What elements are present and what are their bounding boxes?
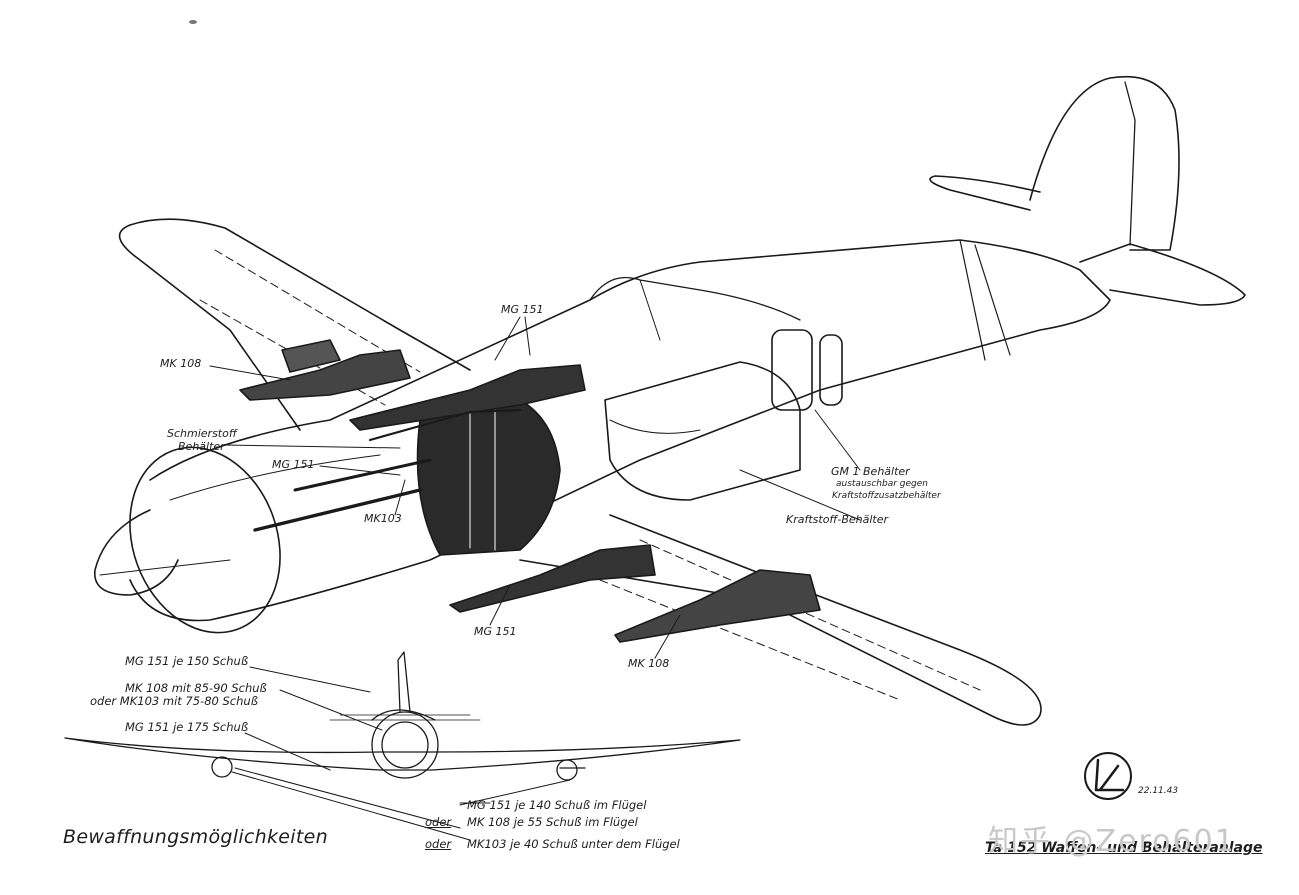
mg151-left-barrel <box>293 458 432 492</box>
ammo-drum <box>416 399 561 556</box>
watermark: 知乎 @Zero601 <box>988 824 1236 859</box>
label-gm1-3: Kraftstoffzusatzbehälter <box>832 491 941 501</box>
front-bottom-3-prefix: oder <box>425 837 452 851</box>
label-mg151-top: MG 151 <box>501 303 544 316</box>
gm1-bottle <box>771 329 813 411</box>
cowling <box>129 446 281 634</box>
mk103-barrel <box>253 488 422 532</box>
mg151-bottom-gun <box>449 544 656 613</box>
front-bottom-3: MK103 je 40 Schuß unter dem Flügel <box>467 837 680 851</box>
fuel-tank <box>604 361 801 501</box>
mg151-top-guns <box>349 364 586 431</box>
front-view <box>64 651 741 781</box>
fuselage <box>129 239 1111 622</box>
front-line-1: MG 151 je 150 Schuß <box>125 654 249 668</box>
front-bottom-2: MK 108 je 55 Schuß im Flügel <box>467 815 638 829</box>
label-kraftstoff: Kraftstoff-Behälter <box>786 513 889 526</box>
mk108-right-gun <box>614 569 821 643</box>
front-bottom-2-prefix: oder <box>425 815 452 829</box>
label-schmierstoff-1: Schmierstoff <box>167 427 237 440</box>
front-line-4: MG 151 je 175 Schuß <box>125 720 249 734</box>
front-line-2: MK 108 mit 85-90 Schuß <box>125 681 267 695</box>
label-mk108-right: MK 108 <box>628 657 670 670</box>
right-wing <box>519 514 1042 726</box>
label-gm1-1: GM 1 Behälter <box>831 465 910 478</box>
vertical-tail <box>1029 75 1180 251</box>
label-gm1-2: austauschbar gegen <box>836 479 928 489</box>
left-wing <box>118 218 471 431</box>
label-mk103: MK103 <box>364 512 402 525</box>
mk108-left-gun <box>239 349 411 401</box>
front-line-3: oder MK103 mit 75-80 Schuß <box>90 694 258 708</box>
label-schmierstoff-2: Behälter <box>178 440 225 453</box>
logo-circle <box>1084 752 1132 800</box>
date-stamp: 22.11.43 <box>1138 786 1179 796</box>
caption-right: Ta 152 Waffen- und Behälteranlage <box>985 840 1263 856</box>
spinner <box>94 509 179 596</box>
label-mk108-left: MK 108 <box>160 357 202 370</box>
canopy <box>589 276 801 321</box>
speck <box>189 20 197 24</box>
label-mg151-left: MG 151 <box>272 458 315 471</box>
horizontal-stabilizer-right <box>1079 243 1246 306</box>
caption-left: Bewaffnungsmöglichkeiten <box>63 826 328 848</box>
front-bottom-1: MG 151 je 140 Schuß im Flügel <box>467 798 647 812</box>
horizontal-stabilizer-left <box>929 175 1041 211</box>
label-mg151-bottom: MG 151 <box>474 625 517 638</box>
